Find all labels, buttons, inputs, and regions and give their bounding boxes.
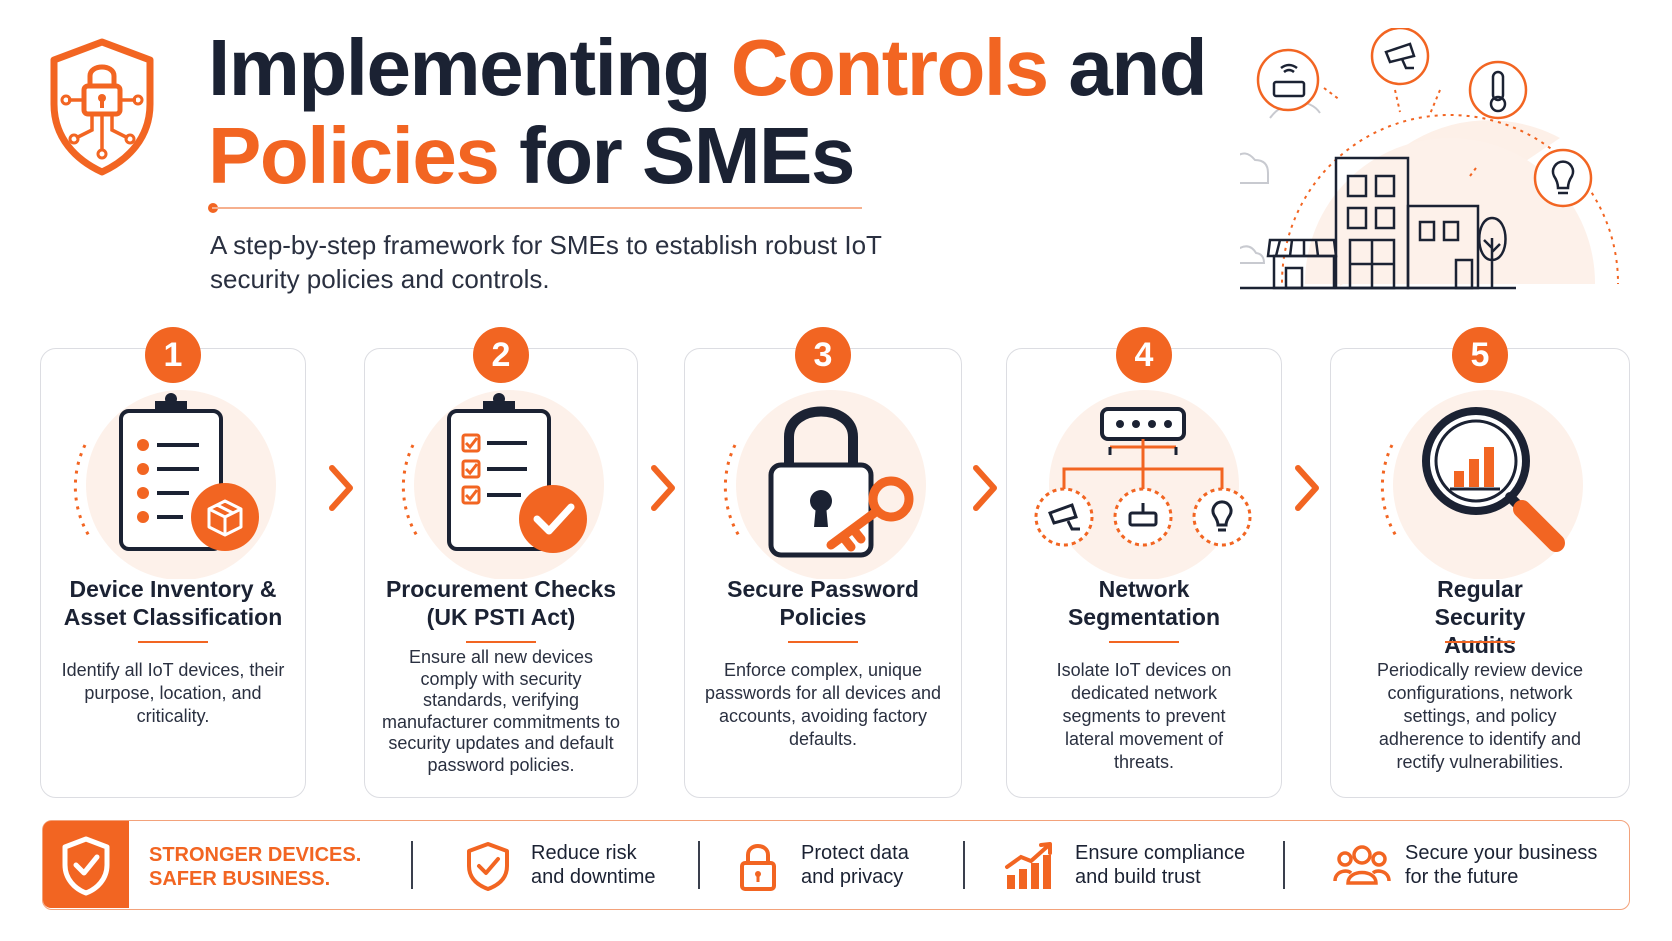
chevron-right-icon	[973, 465, 997, 511]
smart-building-illustration	[1240, 28, 1619, 290]
step-card-2: 2 Procurement Checks (UK PSTI Act) Ensur…	[364, 327, 638, 798]
step-badge-3: 3	[795, 327, 851, 383]
shield-circuit-logo-icon	[50, 38, 154, 176]
shield-check-icon	[467, 842, 509, 891]
chevron-right-icon	[651, 465, 675, 511]
benefits-footer: STRONGER DEVICES. SAFER BUSINESS. Reduce…	[42, 820, 1630, 910]
footer-tagline: STRONGER DEVICES. SAFER BUSINESS.	[149, 843, 361, 891]
step-divider-5	[1445, 641, 1515, 643]
step-title-1: Device Inventory & Asset Classification	[63, 576, 283, 630]
step-badge-2: 2	[473, 327, 529, 383]
benefit-text: Reduce risk and downtime	[531, 842, 656, 888]
step-description-2: Ensure all new devices comply with secur…	[381, 647, 621, 775]
network-switch-icon	[1034, 390, 1252, 579]
step-description-5: Periodically review device configuration…	[1376, 660, 1584, 772]
footer-separator	[411, 841, 413, 889]
chevron-right-icon	[329, 465, 353, 511]
padlock-key-icon	[723, 390, 926, 579]
padlock-icon	[740, 844, 776, 891]
step-title-2: Procurement Checks (UK PSTI Act)	[385, 576, 617, 630]
clipboard-box-icon	[73, 390, 276, 579]
step-badge-4: 4	[1116, 327, 1172, 383]
step-description-1: Identify all IoT devices, their purpose,…	[61, 660, 285, 726]
title-divider	[212, 207, 862, 209]
people-icon	[1333, 845, 1391, 885]
growth-chart-icon	[1005, 842, 1052, 889]
magnifier-chart-icon	[1380, 390, 1583, 579]
footer-separator	[1283, 841, 1285, 889]
benefit-text: Secure your business for the future	[1405, 842, 1598, 888]
step-divider-2	[466, 641, 536, 643]
page-subtitle: A step-by-step framework for SMEs to est…	[210, 230, 882, 294]
step-card-5: 5 Regular Security Audits Periodically r…	[1330, 327, 1630, 798]
title-part-3: and	[1047, 23, 1207, 112]
tagline-line-2: SAFER BUSINESS.	[149, 868, 331, 890]
step-badge-5: 5	[1452, 327, 1508, 383]
step-badge-1: 1	[145, 327, 201, 383]
footer-separator	[963, 841, 965, 889]
title-highlight-controls: Controls	[730, 23, 1049, 112]
title-part-5: for SMEs	[498, 111, 855, 200]
step-title-4: Network Segmentation	[1067, 576, 1221, 630]
step-divider-4	[1109, 641, 1179, 643]
benefit-text: Protect data and privacy	[801, 842, 909, 888]
footer-shield-panel	[43, 821, 129, 908]
step-card-4: 4 Network Segmentation Isolate IoT devic…	[1006, 327, 1282, 798]
clipboard-check-icon	[401, 390, 604, 579]
page-title: Implementing Controls and Policies for S…	[208, 23, 1208, 200]
title-part-1: Implementing	[208, 23, 731, 112]
step-card-1: 1 Device Inventory & Asset Classificatio…	[40, 327, 306, 798]
chevron-right-icon	[1295, 465, 1319, 511]
benefit-text: Ensure compliance and build trust	[1075, 842, 1246, 888]
title-highlight-policies: Policies	[208, 111, 500, 200]
step-divider-3	[788, 641, 858, 643]
step-card-3: 3 Secure Password Policies Enforce compl…	[684, 327, 962, 798]
shield-check-icon	[62, 836, 110, 896]
tagline-line-1: STRONGER DEVICES.	[149, 844, 362, 866]
step-title-3: Secure Password Policies	[727, 576, 919, 630]
step-divider-1	[138, 641, 208, 643]
step-title-5: Regular Security Audits	[1434, 576, 1526, 658]
footer-separator	[698, 841, 700, 889]
step-description-3: Enforce complex, unique passwords for al…	[704, 660, 942, 749]
step-description-4: Isolate IoT devices on dedicated network…	[1056, 660, 1232, 772]
